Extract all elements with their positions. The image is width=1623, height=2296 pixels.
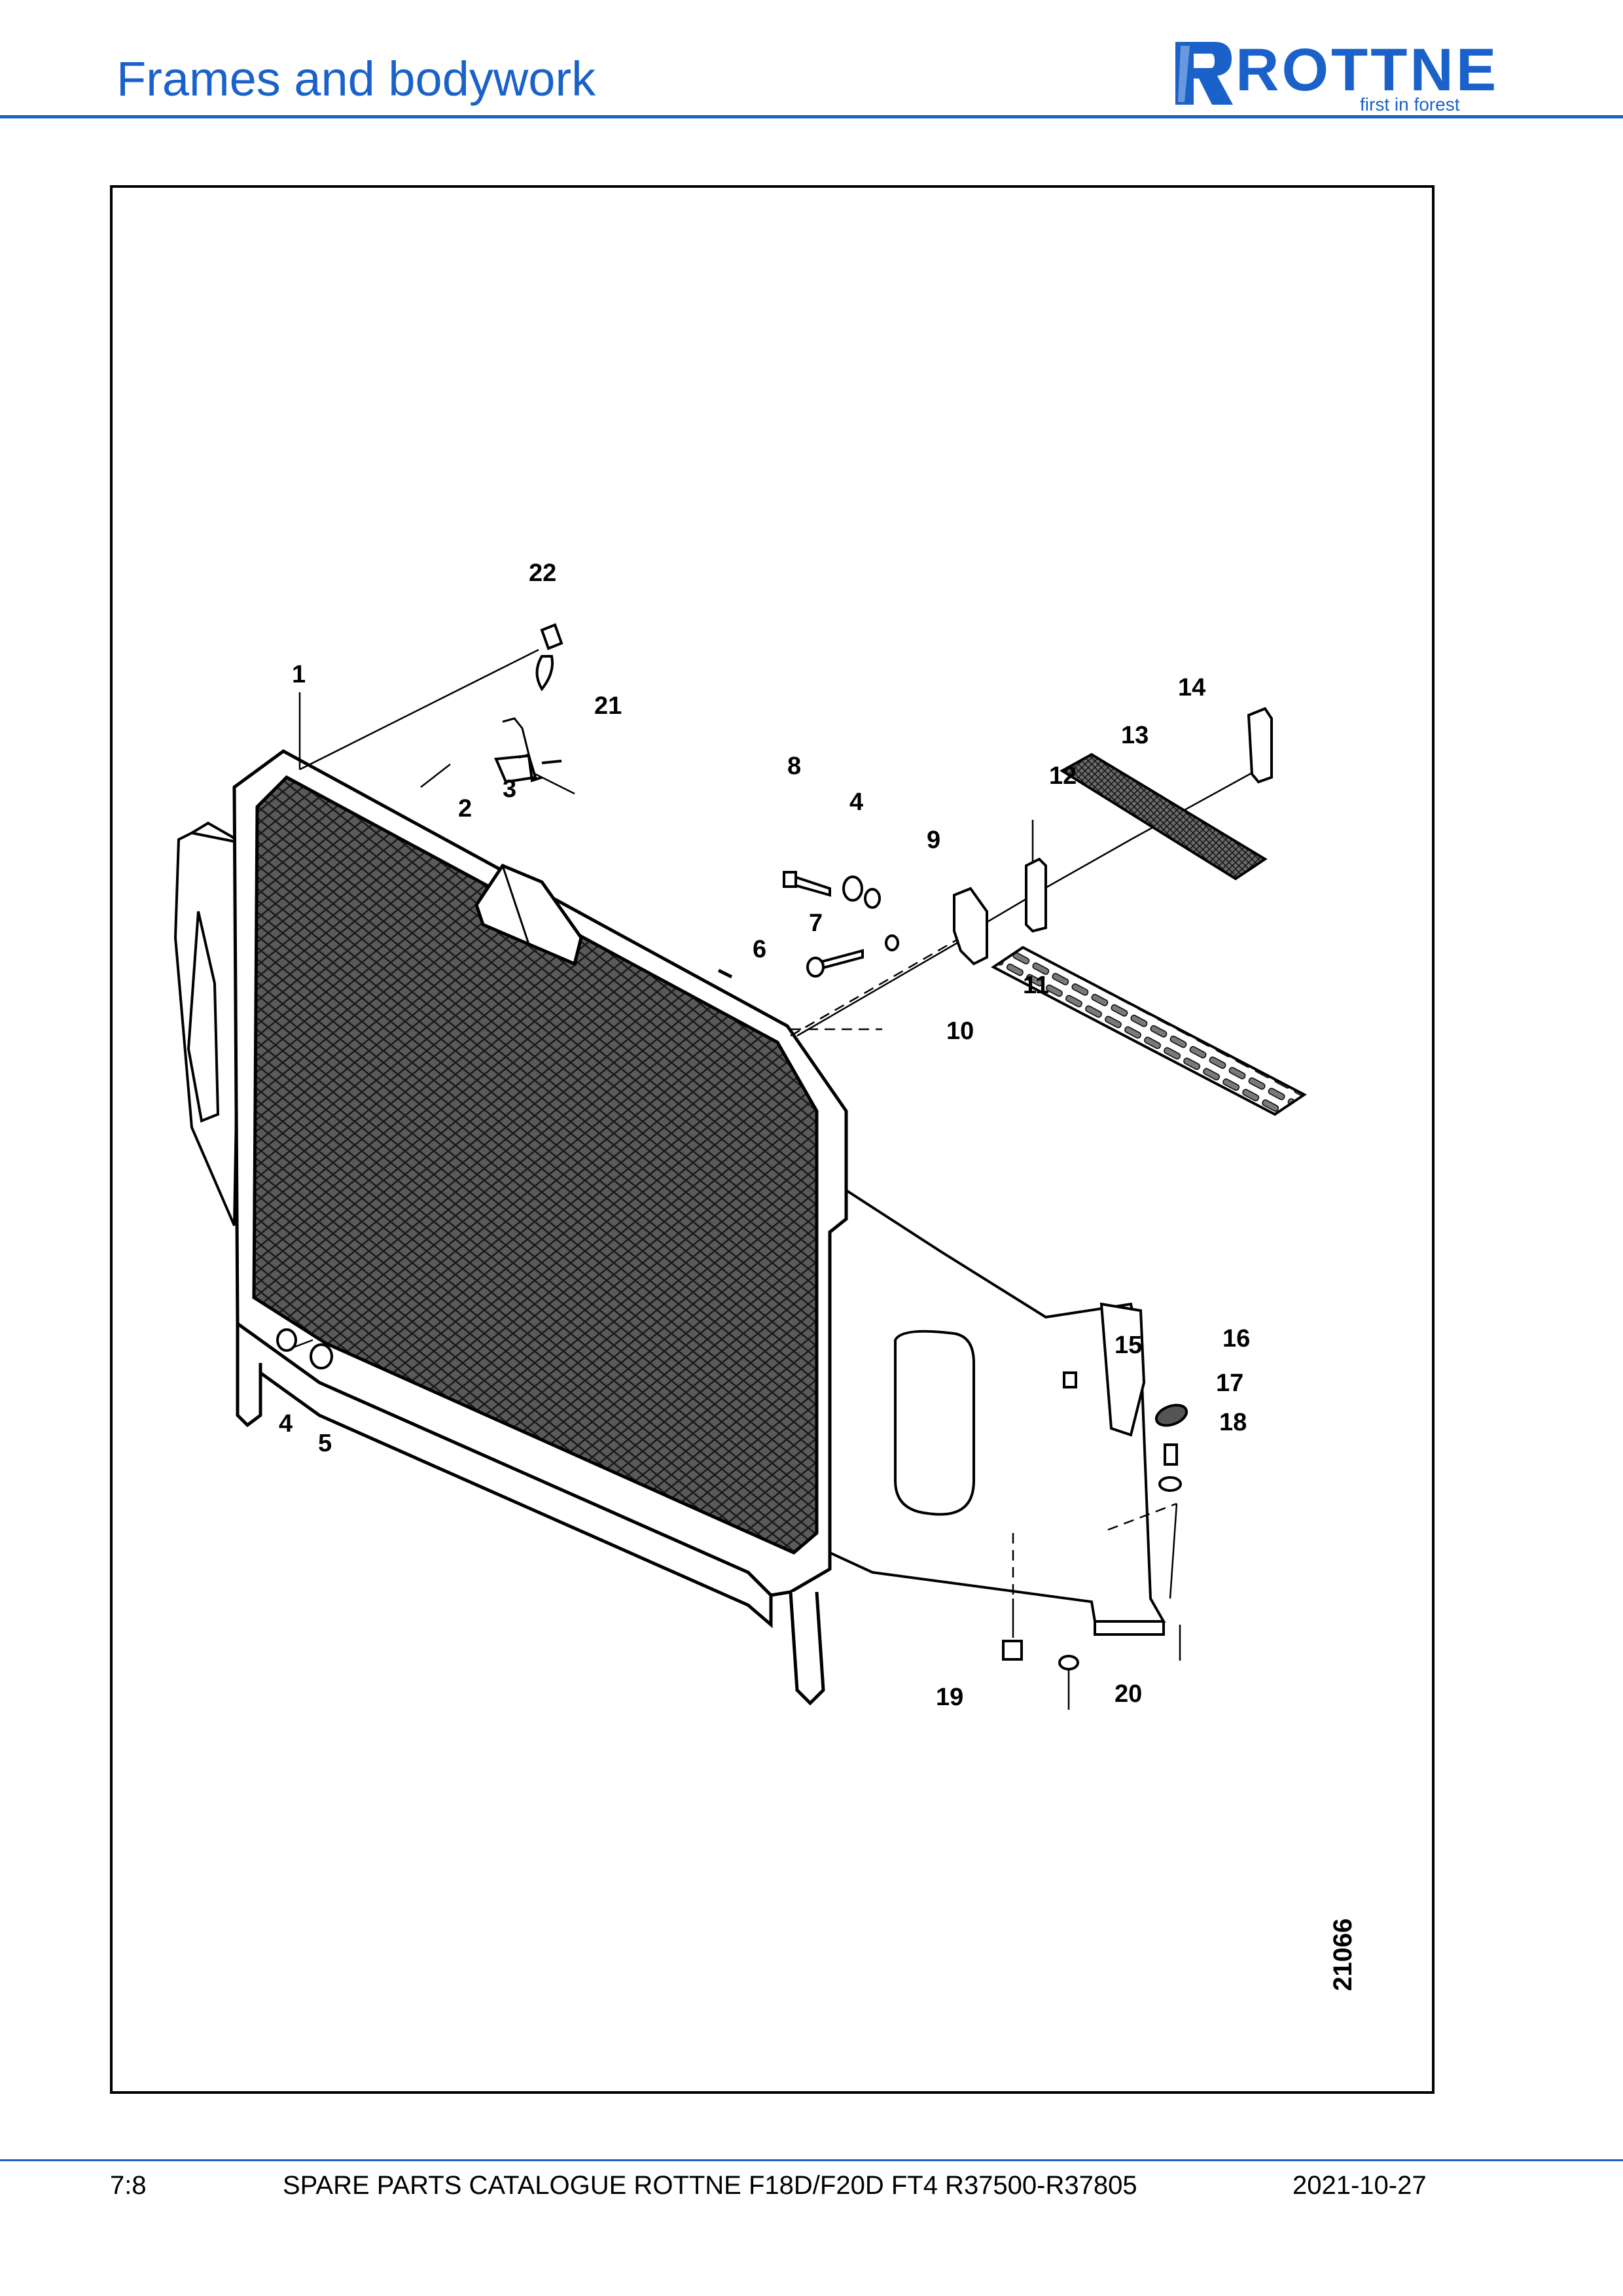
callout-13: 13 — [1121, 722, 1149, 749]
callout-16: 16 — [1222, 1325, 1250, 1352]
callout-11: 11 — [1023, 972, 1049, 999]
callout-1: 1 — [292, 661, 306, 688]
callout-18: 18 — [1219, 1409, 1247, 1436]
callout-14: 14 — [1178, 674, 1205, 701]
callout-4b: 4 — [849, 788, 863, 816]
logo-wordmark: ROTTNE — [1236, 37, 1499, 103]
footer-date: 2021-10-27 — [1293, 2171, 1427, 2200]
callout-20: 20 — [1115, 1680, 1142, 1708]
illustration-frame — [110, 185, 1435, 2094]
footer-page-number: 7:8 — [110, 2171, 147, 2200]
loose-parts — [276, 623, 1307, 1670]
callout-8: 8 — [787, 752, 801, 780]
callout-4a: 4 — [279, 1410, 293, 1438]
callout-7: 7 — [809, 910, 823, 937]
callout-9: 9 — [927, 826, 940, 854]
callout-12: 12 — [1049, 762, 1077, 790]
page-title: Frames and bodywork — [116, 52, 596, 106]
callout-15: 15 — [1115, 1332, 1142, 1359]
callout-labels: 1 2 3 4 5 6 7 8 4 9 10 11 12 13 14 15 16… — [279, 559, 1357, 1991]
header-divider — [0, 115, 1623, 118]
callout-19: 19 — [936, 1684, 963, 1711]
callout-3: 3 — [503, 775, 516, 803]
footer-divider — [0, 2159, 1623, 2161]
callout-22: 22 — [529, 559, 556, 587]
callout-5: 5 — [318, 1430, 332, 1457]
logo-tagline: first in forest — [1360, 94, 1460, 115]
callout-17: 17 — [1216, 1369, 1243, 1397]
callout-2: 2 — [458, 795, 472, 822]
grille-frame — [232, 749, 848, 1706]
figure-number: 21066 — [1329, 1918, 1357, 1991]
footer-catalogue-title: SPARE PARTS CATALOGUE ROTTNE F18D/F20D F… — [283, 2171, 1137, 2200]
right-side-plate — [829, 1177, 1166, 1636]
rottne-r-mark-icon — [1175, 42, 1233, 105]
exploded-parts-drawing: 1 2 3 4 5 6 7 8 4 9 10 11 12 13 14 15 16… — [173, 559, 1357, 1991]
callout-10: 10 — [946, 1017, 974, 1045]
left-side-bracket — [173, 821, 243, 1226]
callout-6: 6 — [753, 936, 766, 963]
rottne-logo: ROTTNE first in forest — [1171, 34, 1512, 115]
callout-21: 21 — [594, 692, 622, 720]
